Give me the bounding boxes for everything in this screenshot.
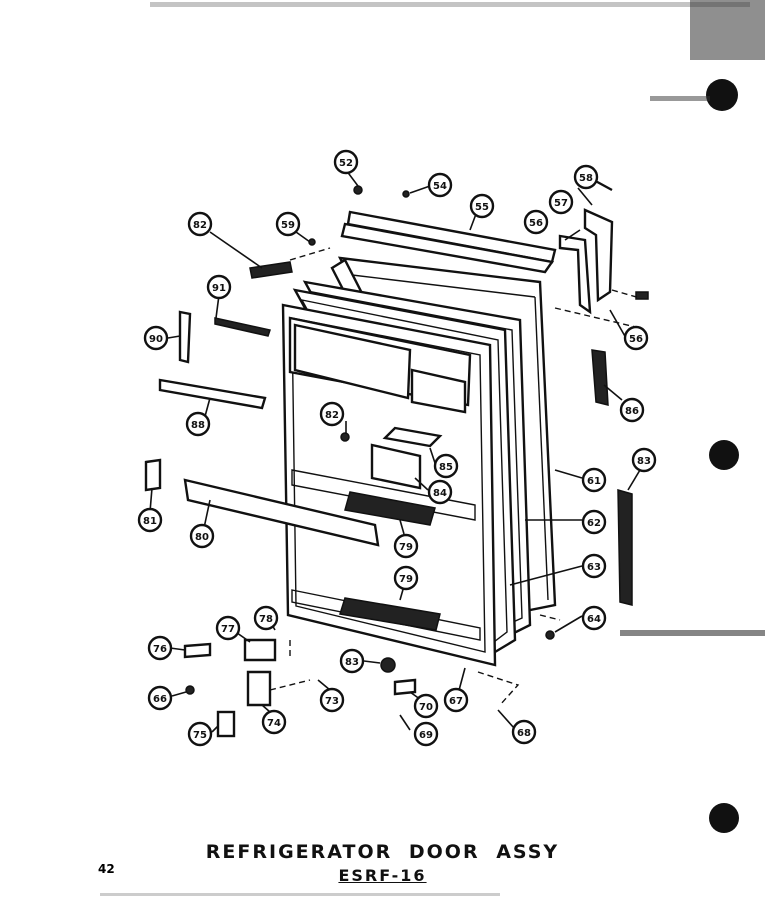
callout-label: 88 (191, 420, 205, 431)
callout-label: 66 (153, 694, 167, 705)
door-inner-liner (281, 303, 497, 667)
callout-label: 70 (419, 702, 433, 713)
callout-label: 86 (625, 406, 639, 417)
diagram-title: REFRIGERATOR DOOR ASSY (205, 841, 560, 863)
callout-label: 73 (325, 696, 339, 707)
callout-label: 84 (433, 488, 447, 499)
callout-label: 64 (587, 614, 601, 625)
callout-label: 62 (587, 518, 601, 529)
leader-lines (149, 169, 641, 733)
callout-label: 61 (587, 476, 601, 487)
callout-label: 76 (153, 644, 167, 655)
callout-labels: 52 54 55 58 57 56 82 59 91 90 56 88 86 8… (137, 149, 657, 747)
callout-label: 58 (579, 173, 593, 184)
left-side-parts (144, 261, 380, 547)
butter-compartment (370, 426, 443, 490)
callout-label: 59 (281, 220, 295, 231)
callout-label: 83 (345, 657, 359, 668)
callout-label: 78 (259, 614, 273, 625)
callout-label: 81 (143, 516, 157, 527)
callout-label: 82 (325, 410, 339, 421)
callout-label: 82 (193, 220, 207, 231)
callout-label: 77 (221, 624, 235, 635)
callout-label: 79 (399, 542, 413, 553)
callout-label: 90 (149, 334, 163, 345)
scan-artifacts (100, 0, 765, 896)
callout-label: 57 (554, 198, 568, 209)
callout-label: 55 (475, 202, 489, 213)
callout-label: 56 (629, 334, 643, 345)
callout-label: 52 (339, 158, 353, 169)
page-number: 42 (98, 862, 115, 876)
callout-label: 69 (419, 730, 433, 741)
callout-label: 91 (212, 283, 226, 294)
callout-label: 83 (637, 456, 651, 467)
callout-label: 75 (193, 730, 207, 741)
side-trim-strips (591, 349, 633, 606)
callout-label: 68 (517, 728, 531, 739)
callout-label: 54 (433, 181, 447, 192)
callout-label: 63 (587, 562, 601, 573)
top-hinge (558, 176, 649, 315)
bottom-hinge-parts (183, 185, 555, 738)
callout-label: 74 (267, 718, 281, 729)
callout-label: 56 (529, 218, 543, 229)
callout-label: 79 (399, 574, 413, 585)
door-top-cap (340, 210, 557, 274)
callout-label: 80 (195, 532, 209, 543)
callout-label: 85 (439, 462, 453, 473)
assembly-lines (269, 247, 641, 706)
callout-label: 67 (449, 696, 463, 707)
model-number: ESRF-16 (338, 866, 427, 885)
